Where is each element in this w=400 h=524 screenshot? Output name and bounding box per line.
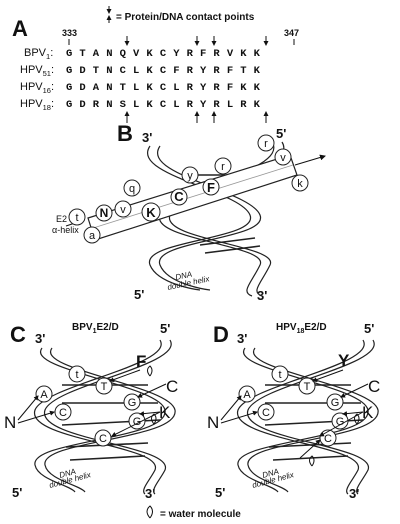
contact-arrows-d [220, 369, 369, 459]
svg-text:y: y [187, 170, 193, 182]
end-label: 3' [237, 331, 247, 346]
svg-text:N: N [100, 206, 109, 220]
side-label: C [166, 377, 178, 396]
end-label: 3' [349, 486, 359, 501]
end-label: 3' [35, 331, 45, 346]
panel-d-label: D [213, 322, 229, 347]
svg-text:a: a [89, 230, 96, 242]
side-label: F [136, 352, 146, 371]
helix-label: α-helix [52, 225, 79, 235]
end-label: 5' [134, 287, 144, 302]
svg-text:v: v [280, 152, 286, 164]
svg-text:G: G [331, 397, 340, 409]
base-circles-c: t T A G C G C [35, 365, 146, 447]
svg-text:t: t [75, 212, 78, 224]
row-subscript: 51 [43, 69, 51, 78]
svg-text:q: q [129, 183, 135, 195]
panel-a: A = Protein/DNA contact points 333 347 B… [12, 6, 299, 123]
panel-d: D HPV18E2/D 3' 5' 5' 3' t T A G C [207, 321, 380, 501]
svg-text:C: C [174, 189, 184, 204]
row-subscript: 16 [43, 86, 51, 95]
sequence-start-position: 333 [62, 28, 77, 38]
svg-text:HPV18:: HPV18: [20, 98, 54, 112]
end-label: 5' [160, 321, 170, 336]
side-label: C [368, 377, 380, 396]
sequence-end-position: 347 [284, 28, 299, 38]
sequence-row-hpv16: HPV16: G D A N T L K C L R Y R F K K [20, 81, 261, 95]
svg-text:BPV1:: BPV1: [24, 47, 53, 61]
svg-text:T: T [304, 381, 311, 393]
svg-text:v: v [120, 204, 126, 216]
row-name: HPV [20, 64, 43, 76]
panel-d-title: HPV18E2/D [276, 322, 327, 335]
row-name: HPV [20, 81, 43, 93]
svg-text:A: A [243, 389, 251, 401]
water-molecule-icon [309, 413, 360, 467]
base-circles-d: t T A G C G C [238, 365, 349, 447]
sequence-text: G T A N Q V K C Y R F R V K K [66, 48, 261, 60]
svg-text:K: K [146, 205, 156, 220]
svg-text:t: t [278, 369, 281, 381]
row-name: HPV [20, 98, 43, 110]
svg-text:C: C [262, 407, 270, 419]
panel-c: C BPV1E2/D 3' 5' 5' 3' t T A G C [4, 321, 178, 501]
end-label: 3' [142, 130, 152, 145]
side-label: N [4, 413, 16, 432]
sequence-row-hpv18: HPV18: G D R N S L K C L R Y R L R K [20, 98, 261, 112]
dna-double-helix-c [34, 339, 176, 495]
sequence-row-bpv1: BPV1: G T A N Q V K C Y R F R V K K [24, 47, 261, 61]
end-label: 5' [215, 485, 225, 500]
water-legend-text: = water molecule [160, 509, 241, 520]
svg-text:r: r [264, 138, 268, 150]
side-label: K [362, 403, 374, 422]
panel-c-label: C [10, 322, 26, 347]
svg-text:C: C [324, 433, 332, 445]
dna-label: DNA [58, 467, 77, 480]
svg-text:HPV51:: HPV51: [20, 64, 54, 78]
end-label: 5' [12, 485, 22, 500]
side-label: Y [338, 351, 350, 370]
residue-circles-b: t a N q v K C y r F r v k [68, 134, 309, 244]
panel-c-title: BPV1E2/D [72, 322, 119, 335]
contact-point-legend: = Protein/DNA contact points [116, 12, 255, 23]
panel-b-label: B [117, 121, 133, 146]
svg-text:G: G [336, 416, 345, 428]
sequence-row-hpv51: HPV51: G D T N C L K C F R Y R F T K [20, 64, 261, 78]
sequence-text: G D R N S L K C L R Y R L R K [66, 99, 261, 111]
side-label: K [159, 403, 171, 422]
svg-text:T: T [101, 381, 108, 393]
row-subscript: 1 [46, 52, 50, 61]
helix-label: E2 [56, 214, 67, 224]
row-subscript: 18 [43, 103, 51, 112]
end-label: 5' [276, 126, 286, 141]
e2-alpha-helix [87, 154, 326, 241]
svg-text:HPV16:: HPV16: [20, 81, 54, 95]
end-label: 3' [145, 486, 155, 501]
svg-text:r: r [221, 161, 225, 173]
svg-text:G: G [133, 416, 142, 428]
svg-text:k: k [297, 178, 303, 190]
sequence-text: G D T N C L K C F R Y R F T K [66, 65, 261, 77]
svg-text:G: G [128, 397, 137, 409]
side-label: N [207, 413, 219, 432]
dna-label: DNA [175, 270, 193, 282]
svg-text:t: t [75, 369, 78, 381]
row-name: BPV [24, 47, 47, 59]
water-legend: = water molecule [146, 505, 241, 520]
contact-arrows-top [124, 36, 269, 46]
sequence-text: G D A N T L K C L R Y R F K K [66, 82, 261, 94]
contact-arrows-bottom [124, 111, 269, 123]
panel-a-label: A [12, 16, 28, 41]
svg-text:C: C [59, 407, 67, 419]
water-molecule-icon [147, 365, 157, 425]
dna-label: DNA [261, 467, 280, 480]
panel-b: B 3' 5' 5' 3' E2 α-helix [52, 121, 326, 303]
svg-text:A: A [40, 389, 48, 401]
svg-text:C: C [99, 433, 107, 445]
svg-text:F: F [207, 180, 215, 195]
dna-double-helix-d [237, 339, 379, 495]
water-molecule-icon [146, 505, 153, 519]
end-label: 5' [364, 321, 374, 336]
